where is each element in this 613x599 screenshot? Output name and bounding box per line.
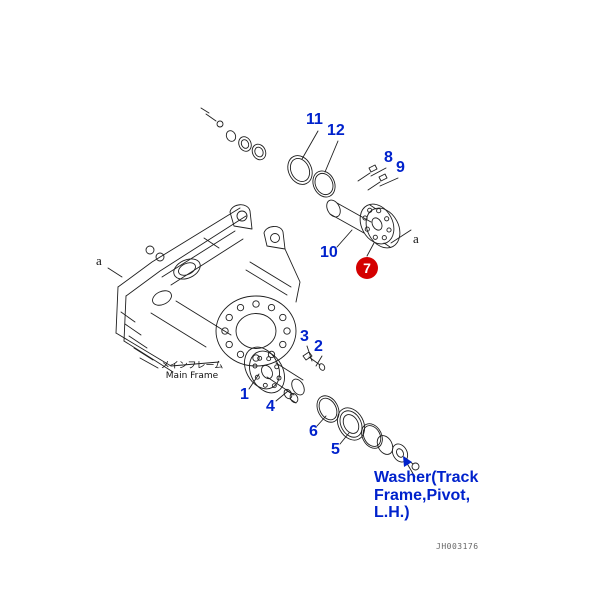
main-frame-drawing [115,204,301,373]
main-frame-label-en: Main Frame [165,371,219,381]
drawing-code: JH003176 [436,542,479,551]
leader-lines [248,130,399,445]
section-line-a-right [390,229,412,244]
callout-1[interactable]: 1 [240,386,249,403]
washer-note-line: Washer(Track [374,469,479,486]
section-marker-a-left: a [96,253,102,268]
callout-7-highlighted[interactable]: 7 [356,257,378,279]
callout-11[interactable]: 11 [306,111,323,128]
washer-note-line: L.H.) [374,504,410,521]
callout-9[interactable]: 9 [396,159,405,176]
upper-pivot-assembly [200,107,267,161]
callout-5[interactable]: 5 [331,441,340,458]
callout-8[interactable]: 8 [384,149,393,166]
section-line-a-left [107,267,123,278]
callout-6[interactable]: 6 [309,423,318,440]
callout-12[interactable]: 12 [327,122,345,139]
section-marker-a-right: a [413,231,419,246]
callout-10[interactable]: 10 [320,244,338,261]
callout-3[interactable]: 3 [300,328,309,345]
washer-arrow [403,456,416,478]
retaining-rings-11-12 [287,155,336,198]
pivot-shaft-7-10 [326,199,401,249]
mounting-bolts-8-9 [357,164,388,191]
seal-rings-5-6 [316,395,394,455]
washer-note-line: Frame,Pivot, [374,486,471,504]
main-frame-label: メインフレーム Main Frame [149,361,235,381]
callout-2[interactable]: 2 [314,338,323,355]
callout-4[interactable]: 4 [266,398,275,415]
main-frame-label-jp: メインフレーム [160,361,224,371]
washer-note: Washer(Track Frame,Pivot, L.H.) [374,469,478,522]
lower-pivot-assembly [244,346,326,404]
